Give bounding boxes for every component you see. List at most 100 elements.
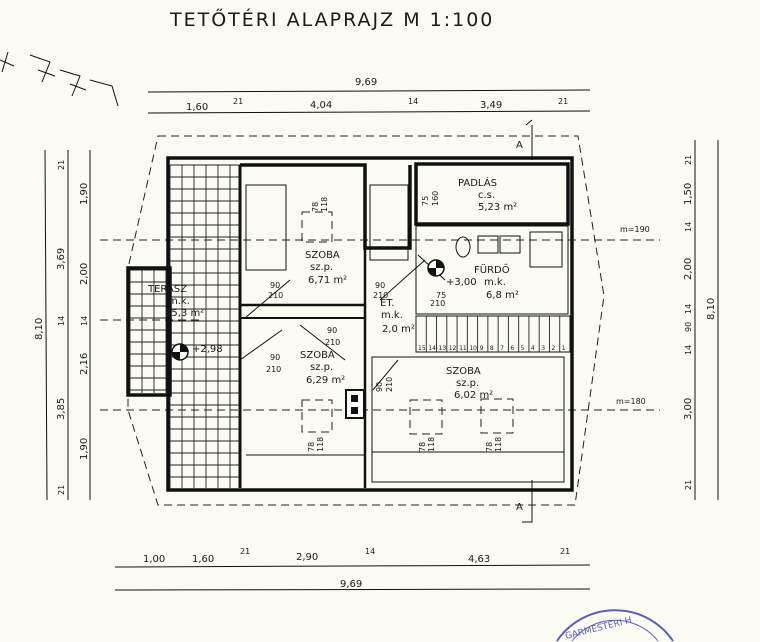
- stair-step-number: 10: [469, 345, 477, 352]
- bottom-dimensions: 1,00 1,60 21 2,90 14 4,63 21 9,69: [114, 547, 591, 591]
- dimension-label: 8,10: [706, 298, 717, 320]
- section-line: [522, 480, 533, 523]
- door-width: 75: [436, 291, 446, 300]
- stair-step-number: 14: [428, 345, 436, 352]
- scribble-mark: [0, 51, 119, 107]
- stair-step-number: 7: [500, 345, 504, 352]
- room-wall: [371, 356, 565, 483]
- dimension-label: 1,90: [79, 183, 90, 205]
- stair-step-number: 4: [531, 345, 535, 352]
- top-dimensions: 9,69 1,60 21 4,04 14 3,49 21: [147, 77, 591, 114]
- dimension-label: 14: [684, 222, 693, 232]
- room-floor: sz.p.: [310, 362, 333, 373]
- door-height: 210: [430, 299, 445, 308]
- dimension-label: 21: [233, 97, 243, 106]
- sink-icon: [499, 235, 521, 254]
- dimension-label: 3,00: [683, 398, 694, 420]
- dimension-label: 4,63: [468, 554, 490, 565]
- room-name: ÉT.: [380, 296, 394, 309]
- stamp: GARMESTERI H: [556, 609, 674, 642]
- door-width: 90: [375, 281, 385, 290]
- dimension-label: 2,00: [79, 263, 90, 285]
- room-floor: sz.p.: [456, 378, 479, 389]
- section-mark: A: [516, 502, 523, 513]
- room-floor: sz.p.: [310, 262, 333, 273]
- terrace-tiles: [129, 164, 240, 488]
- door-height: 210: [385, 377, 394, 392]
- shower-icon: [529, 231, 563, 268]
- door-width: 90: [375, 382, 384, 392]
- level-label: +2,98: [192, 344, 223, 355]
- dimension-label: 21: [57, 485, 66, 495]
- section-line: [525, 119, 533, 160]
- door-height: 210: [325, 338, 340, 347]
- window-label: 118: [316, 437, 325, 452]
- room-area: 6,71 m²: [308, 275, 347, 286]
- room-name: SZOBA: [305, 250, 340, 261]
- roof-window: [301, 211, 333, 243]
- dimension-label: 3,69: [56, 248, 67, 270]
- door-height: 210: [266, 365, 281, 374]
- window-label: 78: [485, 442, 494, 452]
- stair-step-number: 15: [418, 345, 426, 352]
- room-name: PADLÁS: [458, 176, 497, 189]
- outer-wall: [166, 156, 574, 492]
- window-label: 118: [494, 437, 503, 452]
- room-area: 15,3 m²: [165, 308, 204, 319]
- room-area: 5,23 m²: [478, 202, 517, 213]
- room-area: 2,0 m²: [382, 324, 415, 335]
- bed: [369, 184, 409, 261]
- stair-step-number: 5: [521, 345, 525, 352]
- dimension-label: 21: [560, 547, 570, 556]
- window-label: 78: [418, 442, 427, 452]
- room-floor: m.k.: [381, 310, 403, 321]
- window-label: 118: [427, 437, 436, 452]
- room-name: SZOBA: [446, 366, 481, 377]
- stair-step-number: 6: [510, 345, 514, 352]
- dimension-label: 4,04: [310, 100, 332, 111]
- sink-icon: [477, 235, 499, 254]
- section-mark: A: [516, 140, 523, 151]
- room-name: FÜRDŐ: [474, 262, 510, 276]
- door-width: 90: [270, 353, 280, 362]
- level-label: +3,00: [446, 277, 477, 288]
- dimension-label: 21: [558, 97, 568, 106]
- dimension-label: 14: [684, 345, 693, 355]
- window-labels: 78 118 78 118 78 118 78 118 75 160: [307, 191, 503, 452]
- dimension-label: 14: [80, 316, 89, 326]
- window-label: 75: [421, 196, 430, 206]
- dimension-label: 14: [57, 316, 66, 326]
- window-label: 118: [320, 197, 329, 212]
- room-floor: c.s.: [478, 190, 495, 201]
- padlas-wall: [414, 162, 570, 226]
- dimension-label: 8,10: [34, 318, 45, 340]
- stair-step-number: 3: [541, 345, 545, 352]
- level-marker: [427, 259, 445, 277]
- room-area: 6,02 m²: [454, 390, 493, 401]
- dimension-label: 1,50: [683, 183, 694, 205]
- dimension-label: 21: [57, 160, 66, 170]
- toilet-icon: [455, 236, 471, 258]
- dimension-label: 3,85: [56, 398, 67, 420]
- stamp-text: GARMESTERI H: [564, 616, 633, 642]
- room-area: 6,8 m²: [486, 290, 519, 301]
- window-label: 78: [307, 442, 316, 452]
- roof-window: [480, 398, 514, 434]
- door-width: 90: [270, 281, 280, 290]
- dimension-label: 2,00: [683, 258, 694, 280]
- dimension-label: 21: [684, 155, 693, 165]
- stair-step-number: 1: [562, 345, 566, 352]
- dimension-label: 3,49: [480, 100, 502, 111]
- right-dimensions: 21 1,50 14 2,00 14 90 14 3,00 21 8,10: [683, 140, 719, 500]
- dimension-label: 14: [365, 547, 375, 556]
- door-height: 210: [373, 291, 388, 300]
- chimney-icon: [345, 389, 365, 419]
- left-dimensions: 8,10 21 3,69 14 3,85 21 1,90 2,00 14 2,1…: [34, 149, 91, 501]
- dimension-label: 90: [684, 322, 693, 332]
- sill-height-label: m=180: [616, 397, 646, 406]
- terrace-extension: [126, 266, 172, 397]
- dimension-label: 1,90: [79, 438, 90, 460]
- roof-window: [409, 399, 443, 435]
